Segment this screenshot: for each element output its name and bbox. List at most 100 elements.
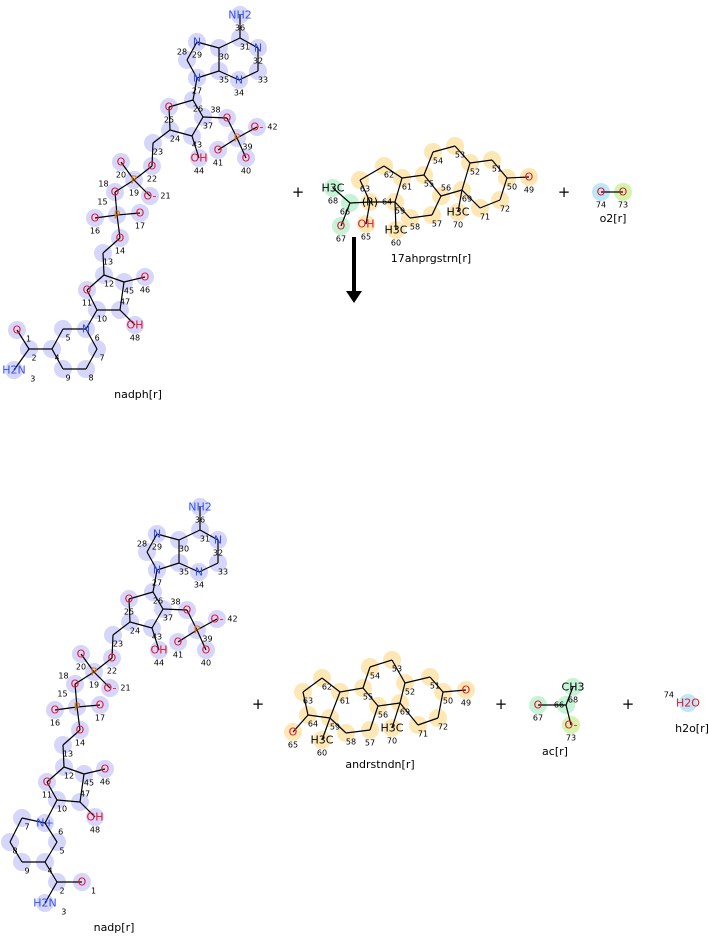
atom-symbol: O [51,704,60,717]
bond [112,621,131,636]
bond [394,201,411,219]
bond [146,551,158,571]
atom-symbol: P [234,132,241,145]
atom-symbol: NH2 [188,501,212,514]
atom-number: 29 [152,543,162,552]
atom-symbol: O [165,101,174,114]
bond [151,608,164,629]
bond [80,653,95,673]
bond [499,177,508,201]
atom-number: 57 [432,220,442,229]
atom-symbol: H3C [322,182,345,195]
atom-number: 34 [234,89,244,98]
bond [469,159,493,164]
atom-number: 54 [433,157,443,166]
bond [394,201,397,231]
bond [186,609,198,631]
bond [365,201,371,225]
bond [93,657,113,673]
atom-number: 3 [30,375,35,384]
atom-number: 20 [76,663,86,672]
atom-number: 38 [170,598,180,607]
atom-symbol: P [194,624,201,637]
atom-number: 52 [405,688,415,697]
atom-number: 39 [242,143,252,152]
plus-sign: + [558,183,571,201]
atom-symbol: O [76,724,85,737]
atom-number: 37 [163,614,173,623]
atom-number: 46 [140,286,150,295]
bond [156,533,180,541]
atom-symbol: N [193,72,201,85]
atom-number: 40 [201,659,211,668]
bond [218,37,241,49]
atom-number: 26 [153,597,163,606]
atom-symbol: N [195,566,203,579]
atom-number: 42 [227,615,237,624]
molecule-name: 17ahprgstrn[r] [391,252,471,265]
atom-symbol: O [183,604,192,617]
atom-symbol: O [214,144,223,157]
bond [102,252,105,276]
atom-symbol: O [71,678,80,691]
bond [13,348,30,371]
atom-symbol: O [534,699,543,712]
bond [226,117,238,139]
bond [152,129,171,144]
atom-symbol: O [78,876,87,889]
atom-symbol: P [114,209,121,222]
bond [440,189,463,197]
atom-number: 31 [240,43,250,52]
bond [119,281,125,311]
atom-symbol: O [13,324,22,337]
atom-symbol: O- [104,682,117,695]
atom-number: 69 [400,708,410,717]
bond [119,309,136,326]
plus-sign: + [495,695,508,713]
atom-symbol: O [619,186,628,199]
atom-symbol: H3C [385,224,408,237]
atom-number: 49 [461,699,471,708]
bond [399,682,406,704]
atom-number: 43 [192,141,202,150]
atom-number: 22 [107,667,117,676]
atom-symbol: O [117,156,126,169]
bond [431,195,442,216]
atom-number: 35 [179,568,189,577]
atom-symbol: OH [87,811,104,824]
atom-number: 12 [64,772,74,781]
atom-symbol: OH [358,218,375,231]
bond [44,861,58,883]
molecule-name: ac[r] [542,745,568,758]
bond [332,187,351,204]
atom-symbol: OH [191,152,208,165]
atom-symbol: O- [251,121,264,134]
reaction-arrow [346,237,362,303]
atom-number: 64 [382,198,392,207]
bond [79,773,85,803]
bond [437,691,444,719]
atom-number: 38 [210,106,220,115]
bond [217,137,238,151]
atom-symbol: O [136,207,145,220]
atom-number: 27 [192,87,202,96]
plus-sign: + [252,695,265,713]
atom-number: 50 [507,183,517,192]
atom-symbol: (R) [362,196,378,209]
atom-symbol: P [74,701,81,714]
atom-number: 23 [113,640,123,649]
atom-number: 70 [387,737,397,746]
bond [236,126,258,139]
atom-number: 63 [303,697,313,706]
bond [506,176,530,179]
bond [491,159,508,179]
bond [114,179,135,193]
atom-number: 72 [500,205,510,214]
bond [74,683,78,708]
atom-number: 18 [58,672,68,681]
atom-symbol: N [153,528,161,541]
atom-number: 4 [47,867,52,876]
molecule-name: o2[r] [600,212,627,225]
bond [292,714,309,733]
